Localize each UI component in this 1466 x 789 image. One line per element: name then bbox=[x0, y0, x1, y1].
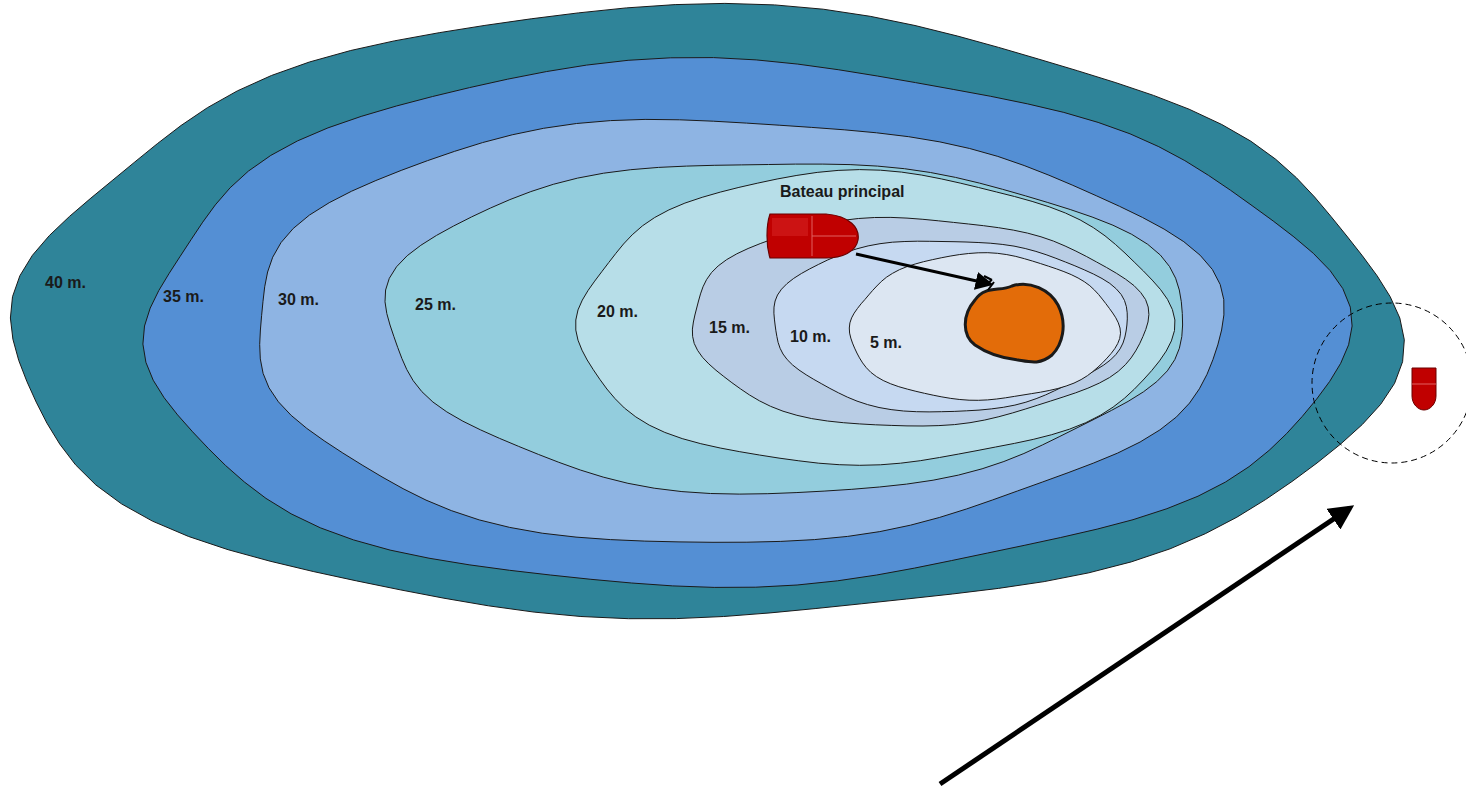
depth-label: 20 m. bbox=[597, 303, 638, 321]
depth-label: 30 m. bbox=[278, 291, 319, 309]
depth-label: 5 m. bbox=[870, 334, 902, 352]
anchor-symbol bbox=[984, 276, 994, 290]
depth-label: 10 m. bbox=[790, 328, 831, 346]
main-boat bbox=[767, 214, 858, 258]
anchor-line bbox=[856, 254, 990, 284]
zone-circle bbox=[1312, 303, 1466, 463]
depth-label: 35 m. bbox=[163, 288, 204, 306]
small-boat bbox=[1412, 368, 1436, 410]
depth-label: 25 m. bbox=[415, 296, 456, 314]
depth-label: 40 m. bbox=[45, 274, 86, 292]
current-arrow bbox=[940, 508, 1350, 784]
boat-label: Bateau principal bbox=[780, 183, 904, 201]
depth-label: 15 m. bbox=[709, 319, 750, 337]
island bbox=[965, 284, 1063, 362]
